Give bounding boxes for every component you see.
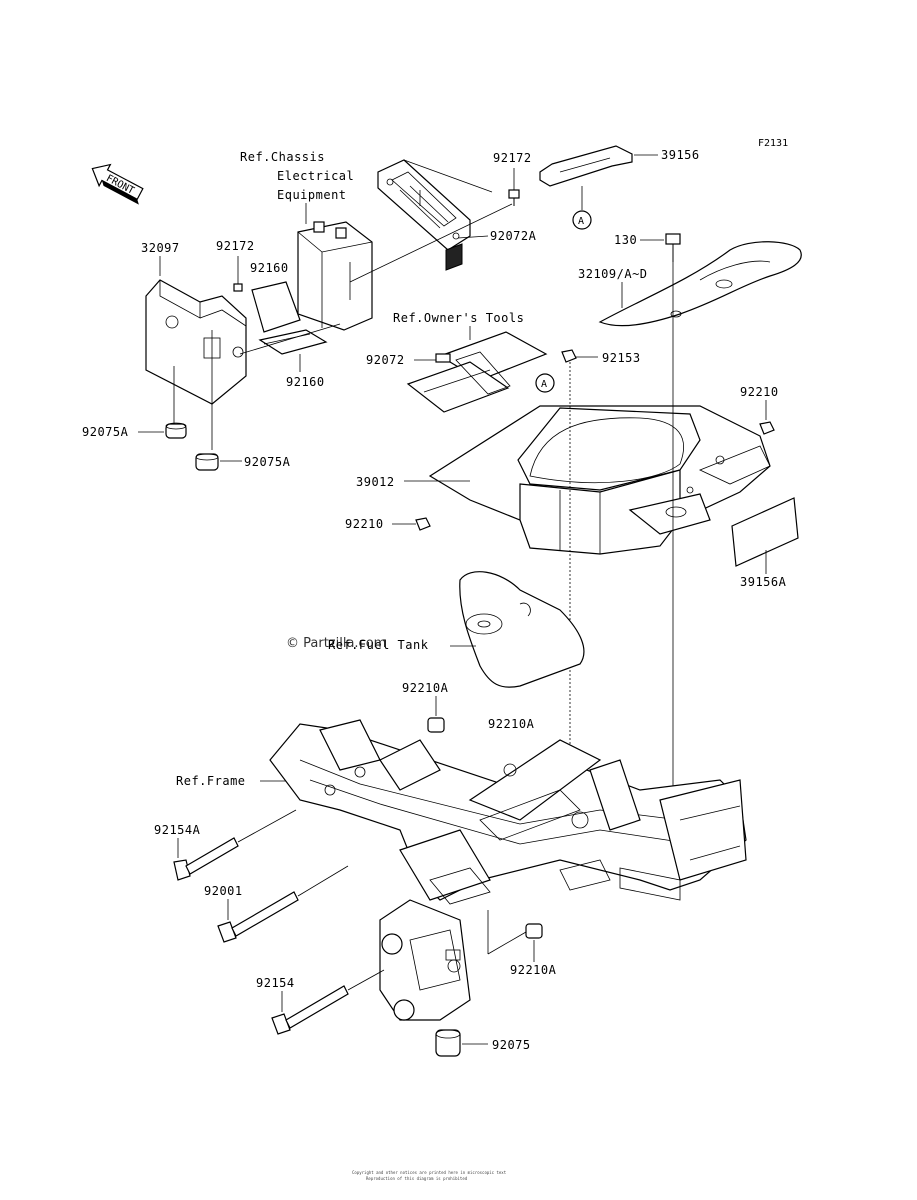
ref-equipment-label: Equipment: [277, 188, 347, 202]
bolt-92154-icon: [271, 985, 349, 1035]
part-label-92075A-left: 92075A: [82, 425, 129, 439]
grommet-92075A-left-icon: [165, 422, 187, 439]
ref-frame-label: Ref.Frame: [176, 774, 246, 788]
part-label-92172-top: 92172: [493, 151, 532, 165]
frame-drawing: [269, 719, 747, 1021]
part-label-92172-left: 92172: [216, 239, 255, 253]
grommet-92075A-right-icon: [195, 453, 219, 471]
part-label-92154: 92154: [256, 976, 295, 990]
part-label-92072: 92072: [366, 353, 405, 367]
callout-a-top-label: A: [578, 216, 584, 227]
part-label-92210A-upper: 92210A: [402, 681, 449, 695]
bushing-92210A-upper-icon: [427, 717, 445, 733]
footer-line-2: Reproduction of this diagram is prohibit…: [366, 1176, 468, 1181]
label-39156A-drawing: [731, 497, 799, 567]
figure-code: F2131: [758, 138, 788, 149]
part-label-39156: 39156: [661, 148, 700, 162]
battery-drawing: [297, 221, 373, 331]
bolt-92154A-icon: [173, 837, 239, 881]
footer-line-1: Copyright and other notices are printed …: [352, 1170, 507, 1175]
bolt-130-icon: [665, 233, 681, 262]
part-label-32109: 32109/A~D: [578, 267, 648, 281]
ref-fuel-tank-label: Ref.Fuel Tank: [328, 638, 429, 652]
callout-a-mid: [535, 373, 555, 393]
grommet-92075-icon: [435, 1029, 461, 1057]
callout-a-top: [572, 210, 592, 230]
part-label-92210-left: 92210: [345, 517, 384, 531]
fuel-tank-drawing: [459, 571, 585, 688]
part-label-39156A: 39156A: [740, 575, 787, 589]
part-label-92160-upper: 92160: [250, 261, 289, 275]
part-label-92210A-middle: 92210A: [488, 717, 535, 731]
ref-electrical-label: Electrical: [277, 169, 354, 183]
bolt-92172-left-icon: [233, 283, 243, 292]
part-label-92210-right: 92210: [740, 385, 779, 399]
part-label-130: 130: [614, 233, 637, 247]
part-label-32097: 32097: [141, 241, 180, 255]
clip-92210-right-icon: [759, 421, 775, 435]
part-label-92001: 92001: [204, 884, 243, 898]
tray-39012-drawing: [428, 405, 771, 555]
cover-32109-drawing: [598, 241, 802, 327]
bushing-92210A-lower-icon: [525, 923, 543, 939]
part-label-92160-lower: 92160: [286, 375, 325, 389]
nut-92153-icon: [561, 349, 577, 363]
battery-bracket-drawing: [377, 159, 471, 271]
part-label-39012: 39012: [356, 475, 395, 489]
part-label-92075A-right: 92075A: [244, 455, 291, 469]
bolt-92172-top-icon: [508, 189, 520, 206]
clip-92210-left-icon: [415, 517, 431, 531]
part-label-92210A-lower: 92210A: [510, 963, 557, 977]
part-label-92072A: 92072A: [490, 229, 537, 243]
pad-92160-drawing: [251, 281, 328, 355]
bracket-39156-drawing: [539, 145, 633, 187]
watermark: © Partzilla.com: [286, 636, 386, 651]
part-label-92153: 92153: [602, 351, 641, 365]
front-arrow-icon: FRONT: [91, 163, 144, 205]
ref-owners-tools-label: Ref.Owner's Tools: [393, 311, 524, 325]
part-label-92075: 92075: [492, 1038, 531, 1052]
tool-bag-92072-drawing: [406, 331, 548, 413]
part-label-92154A: 92154A: [154, 823, 201, 837]
box-32097-drawing: [145, 279, 247, 405]
ref-chassis-label: Ref.Chassis: [240, 150, 325, 164]
callout-a-mid-label: A: [541, 379, 547, 390]
bolt-92001-icon: [217, 891, 299, 943]
